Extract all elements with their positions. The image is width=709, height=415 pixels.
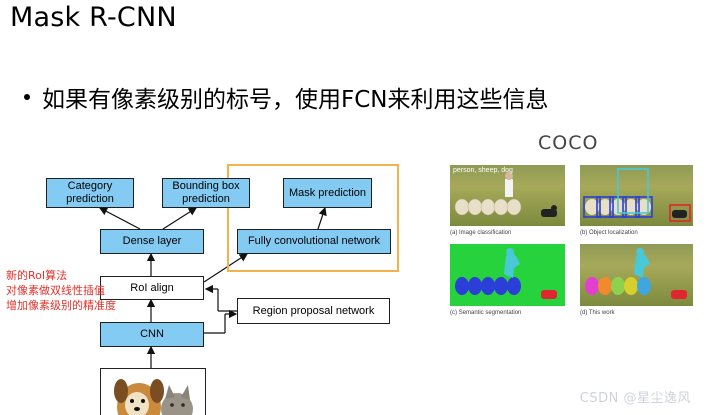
caption-semantic-segmentation: (c) Semantic segmentation <box>450 310 522 316</box>
annotation-line: 新的RoI算法 <box>6 269 68 282</box>
arrow-dense-to-category <box>98 207 141 230</box>
annotation-line: 对像素做双线性插值 <box>6 284 105 297</box>
annotation-line: 增加像素级别的精准度 <box>6 299 116 312</box>
bounding-box-prediction-box: Bounding box prediction <box>162 178 250 208</box>
cnn-box: CNN <box>100 322 204 347</box>
arrow-fcn-to-mask <box>317 206 327 230</box>
roi-align-box: RoI align <box>100 276 204 300</box>
bullet-point: 如果有像素级别的标号，使用FCN来利用这些信息 <box>24 80 549 114</box>
watermark: CSDN @星尘逸风 <box>579 391 691 406</box>
photo-tag: person, sheep, dog <box>453 167 513 174</box>
mask-prediction-box: Mask prediction <box>283 178 372 208</box>
mask-branch-highlight <box>227 164 399 272</box>
instance-segmentation-masks <box>585 248 687 299</box>
coco-image-classification: person, sheep, dog <box>450 165 565 226</box>
semantic-segmentation-masks <box>455 248 557 299</box>
coco-label: COCO <box>538 132 599 154</box>
puppy-kitten-illustration <box>114 379 193 415</box>
slide-title: Mask R-CNN <box>10 2 177 33</box>
coco-semantic-segmentation <box>450 244 565 306</box>
bullet-text: 如果有像素级别的标号，使用FCN来利用这些信息 <box>42 87 549 113</box>
arrow-dense-to-bbox <box>162 207 198 230</box>
coco-object-localization <box>580 165 693 226</box>
coco-this-work <box>580 244 693 306</box>
bullet-dot-icon <box>24 94 30 100</box>
caption-image-classification: (a) Image classification <box>450 230 512 236</box>
caption-object-localization: (b) Object localization <box>580 230 638 236</box>
caption-this-work: (d) This work <box>580 310 615 316</box>
arrow-roi-to-fcn <box>203 253 249 283</box>
region-proposal-network-box: Region proposal network <box>237 298 390 324</box>
input-image <box>100 368 206 415</box>
localization-scene <box>583 168 691 222</box>
dense-layer-box: Dense layer <box>100 229 204 254</box>
classification-scene <box>454 172 557 217</box>
category-prediction-box: Category prediction <box>46 178 134 208</box>
roi-align-annotation: 新的RoI算法 对像素做双线性插值 增加像素级别的精准度 <box>6 268 116 313</box>
fcn-box: Fully convolutional network <box>237 229 391 254</box>
